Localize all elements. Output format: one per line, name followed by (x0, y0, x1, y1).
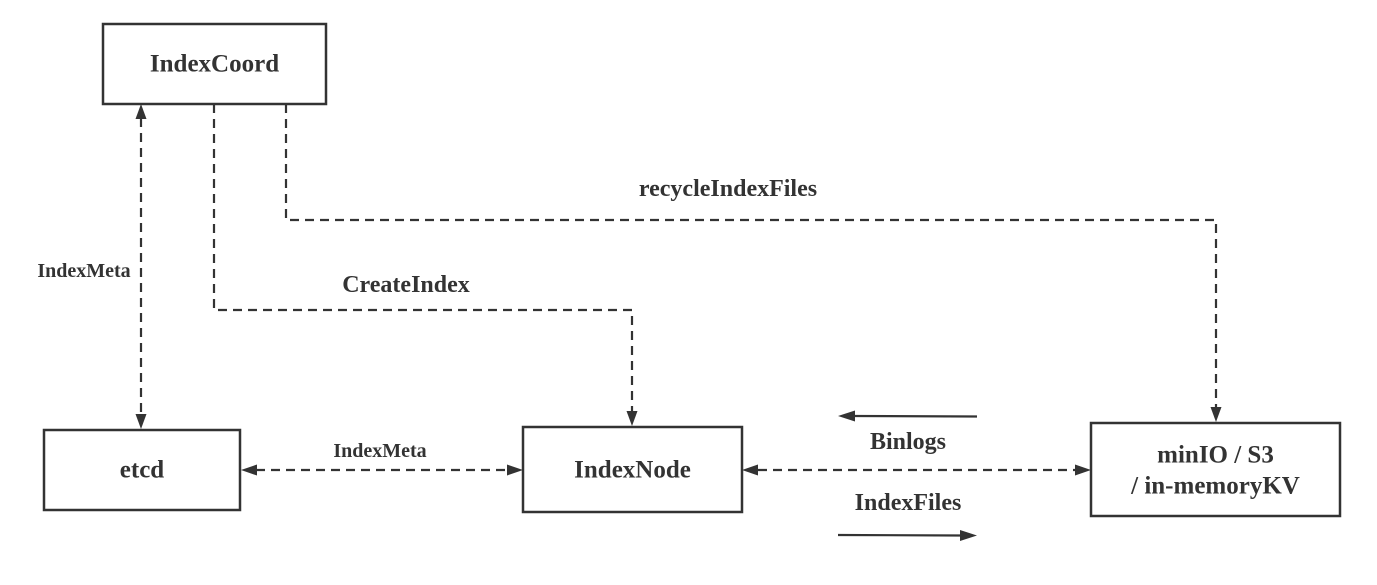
binlogs-direction-arrow (838, 410, 978, 422)
node-storage: minIO / S3 / in-memoryKV (1089, 421, 1342, 518)
edge-node-storage (742, 464, 1091, 476)
edge-coord-storage (284, 104, 1222, 422)
edge-label-etcd-node: IndexMeta (333, 440, 426, 462)
arrow-left-icon (838, 410, 855, 422)
arrow-down-icon (626, 411, 638, 426)
edge-label-binlogs: Binlogs (870, 429, 946, 455)
node-label: IndexNode (574, 457, 691, 484)
edge-coord-etcd (135, 104, 147, 429)
node-label-line2: / in-memoryKV (1130, 473, 1300, 500)
edge-coord-node (212, 104, 638, 426)
node-index-coord: IndexCoord (101, 22, 328, 106)
node-label: IndexCoord (150, 51, 279, 78)
edge-label-coord-storage: recycleIndexFiles (639, 176, 817, 202)
arrow-left-icon (241, 464, 257, 476)
edge-label-coord-node: CreateIndex (342, 272, 470, 298)
node-label-line1: minIO / S3 (1157, 442, 1274, 469)
indexfiles-direction-arrow (837, 530, 977, 541)
node-etcd: etcd (42, 428, 242, 512)
edge-label-indexfiles: IndexFiles (855, 490, 962, 516)
arrow-down-icon (135, 414, 147, 429)
arrow-left-icon (742, 464, 758, 476)
node-label: etcd (120, 457, 165, 484)
edge-etcd-node (241, 464, 523, 476)
arrow-right-icon (1075, 464, 1091, 476)
arrow-up-icon (135, 104, 147, 119)
node-index-node: IndexNode (521, 425, 744, 514)
arrow-right-icon (960, 530, 977, 541)
arrow-down-icon (1210, 407, 1222, 422)
edge-label-coord-etcd: IndexMeta (37, 260, 130, 282)
arrow-right-icon (507, 464, 523, 476)
